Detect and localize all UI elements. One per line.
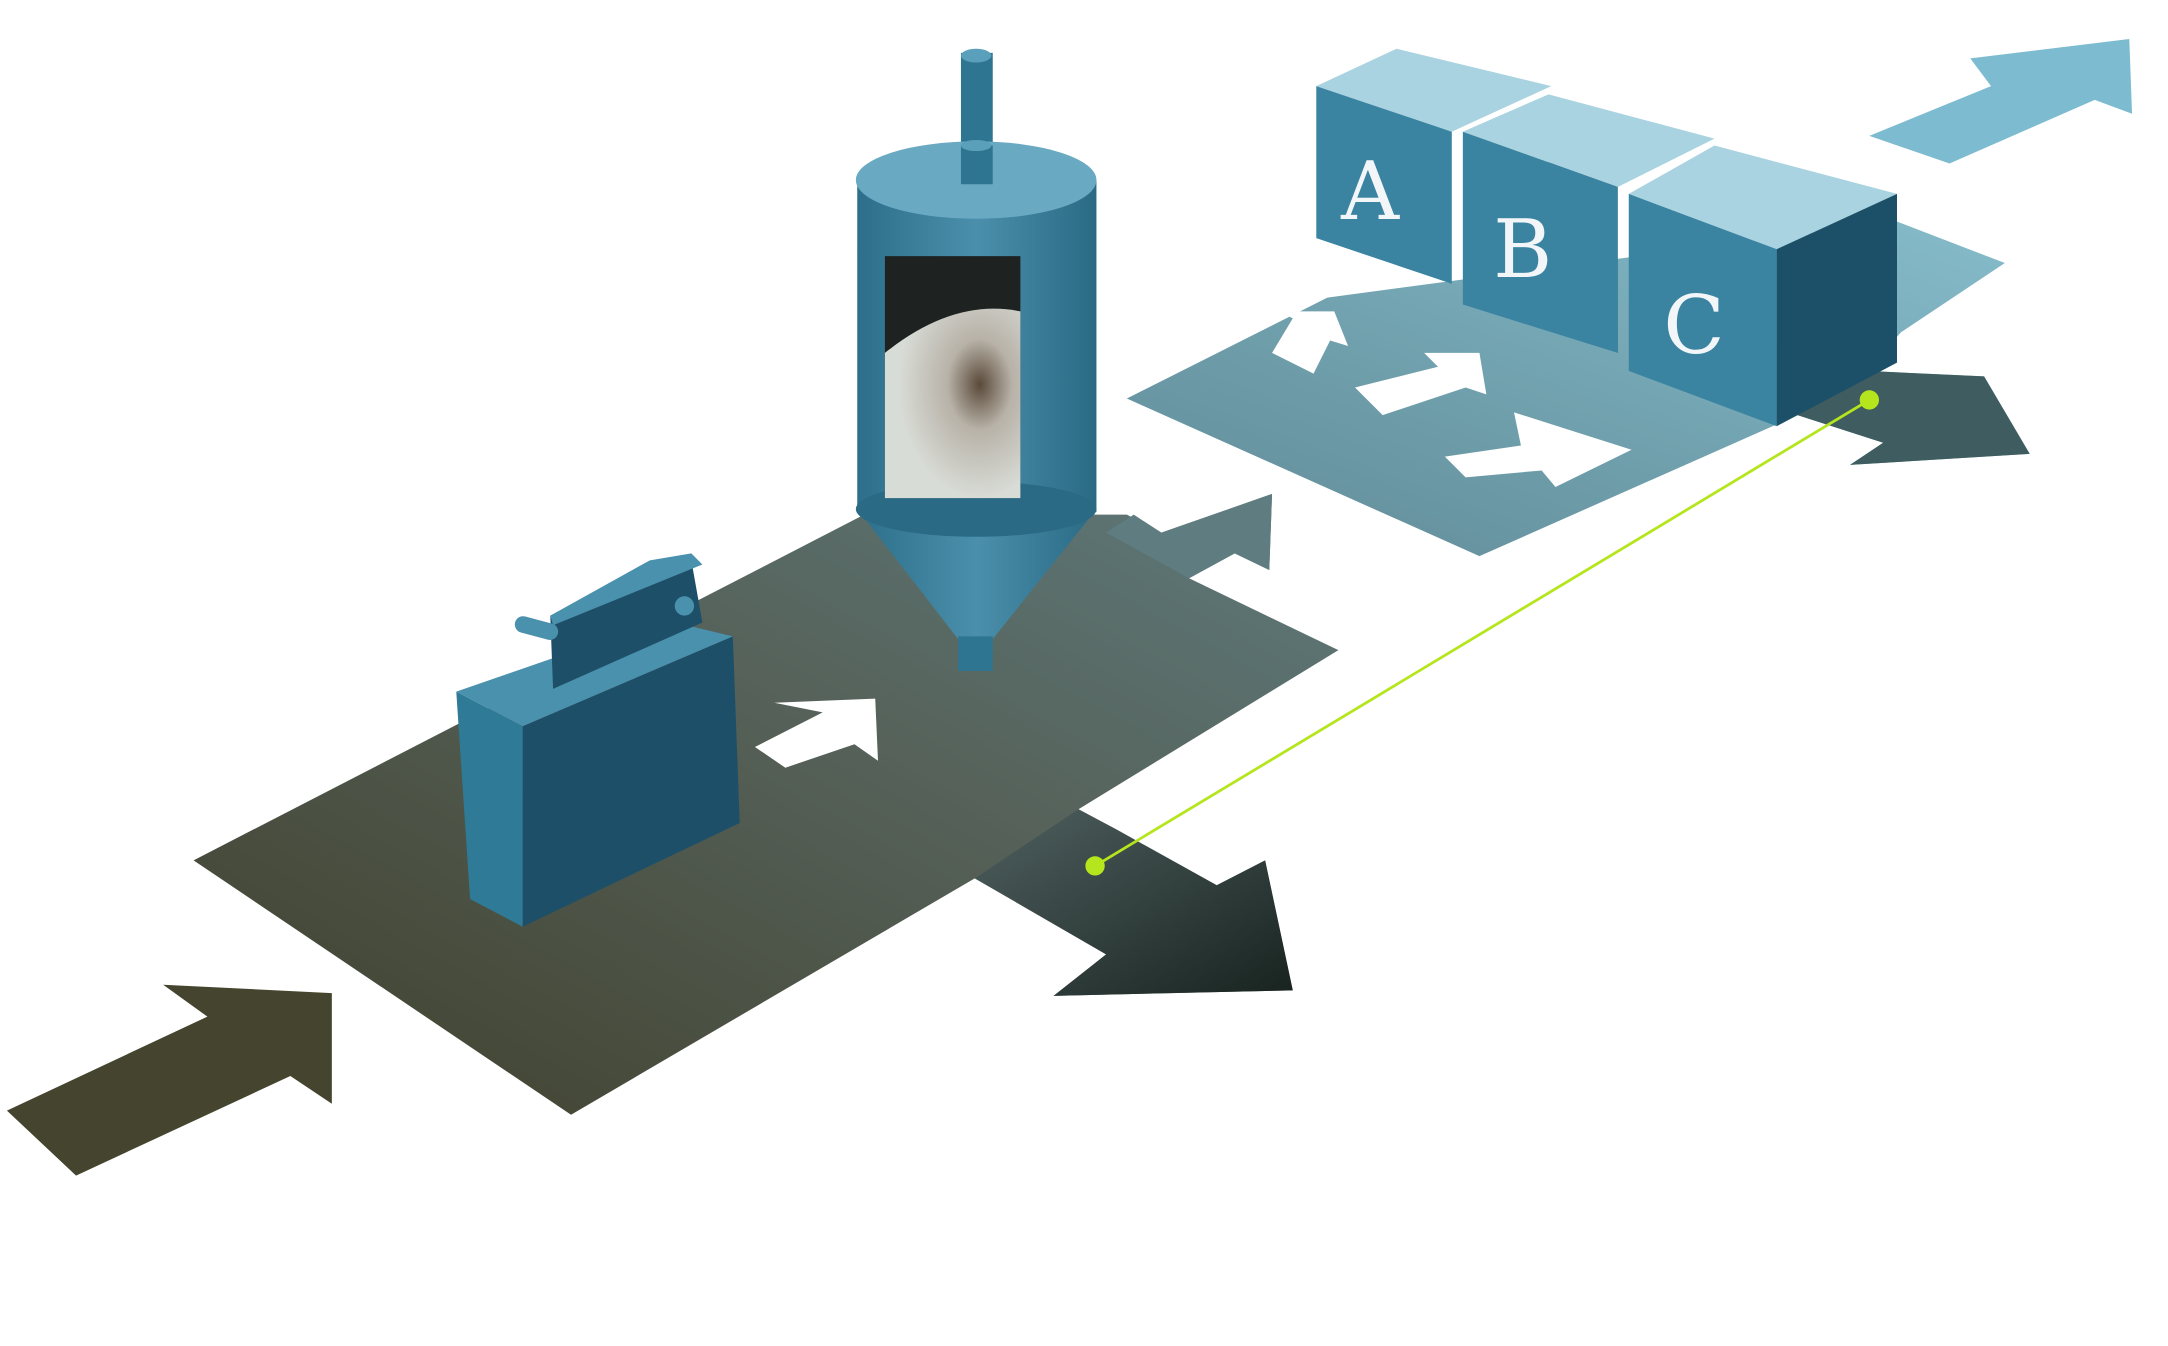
cube-b: B: [1462, 94, 1715, 353]
machine: [456, 553, 740, 927]
flow-arrow-icon: [1444, 412, 1632, 488]
cube-label: C: [1663, 279, 1724, 372]
connector-start-dot: [1085, 856, 1105, 876]
connector-end-dot: [1859, 390, 1880, 410]
cube-a: A: [1316, 48, 1552, 284]
flow-arrow-icon: [754, 698, 878, 768]
cube-label: B: [1493, 203, 1552, 296]
sorting-output-arrow: [1797, 370, 2030, 465]
cube-label: A: [1340, 145, 1400, 238]
flow-arrow-icon: [1272, 311, 1349, 374]
top-output-arrow: [1869, 39, 2133, 164]
connector-line: [1085, 390, 1880, 876]
input-arrow: [6, 984, 332, 1176]
upper-output-arrow: [1106, 493, 1273, 579]
main-platform: [193, 493, 1339, 1115]
main-output-arrow: [974, 809, 1293, 996]
cube-c: C: [1628, 145, 1897, 427]
hopper: [855, 48, 1097, 671]
flow-arrow-icon: [1355, 352, 1487, 416]
